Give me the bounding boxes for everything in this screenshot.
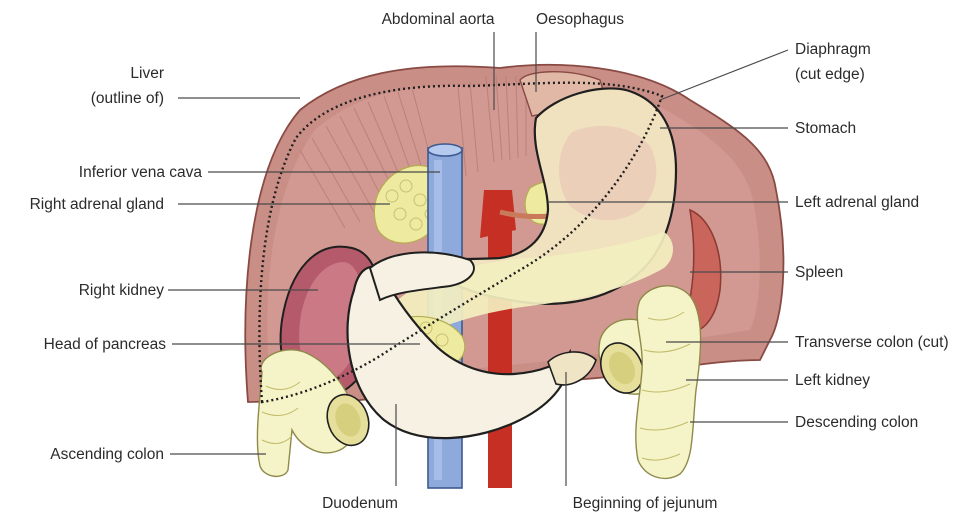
label-liver: Liver (130, 65, 164, 82)
leader-diaphragm (660, 50, 788, 100)
label-abdominal-aorta: Abdominal aorta (382, 11, 495, 28)
label-diaphragm-sub: (cut edge) (795, 66, 865, 83)
label-head-of-pancreas: Head of pancreas (44, 336, 167, 353)
label-liver-sub: (outline of) (91, 90, 164, 107)
beginning-of-jejunum (548, 352, 596, 385)
label-transverse-colon: Transverse colon (cut) (795, 334, 949, 351)
label-ascending-colon: Ascending colon (50, 446, 164, 463)
label-descending-colon: Descending colon (795, 414, 918, 431)
label-right-kidney: Right kidney (79, 282, 165, 299)
descending-colon (636, 286, 701, 479)
label-oesophagus: Oesophagus (536, 11, 624, 28)
label-stomach: Stomach (795, 120, 856, 137)
label-beginning-of-jejunum: Beginning of jejunum (573, 495, 718, 512)
label-diaphragm: Diaphragm (795, 41, 871, 58)
label-left-adrenal-gland: Left adrenal gland (795, 194, 919, 211)
label-spleen: Spleen (795, 264, 843, 281)
label-left-kidney: Left kidney (795, 372, 870, 389)
label-inferior-vena-cava: Inferior vena cava (79, 164, 203, 181)
label-duodenum: Duodenum (322, 495, 398, 512)
label-right-adrenal-gland: Right adrenal gland (30, 196, 164, 213)
